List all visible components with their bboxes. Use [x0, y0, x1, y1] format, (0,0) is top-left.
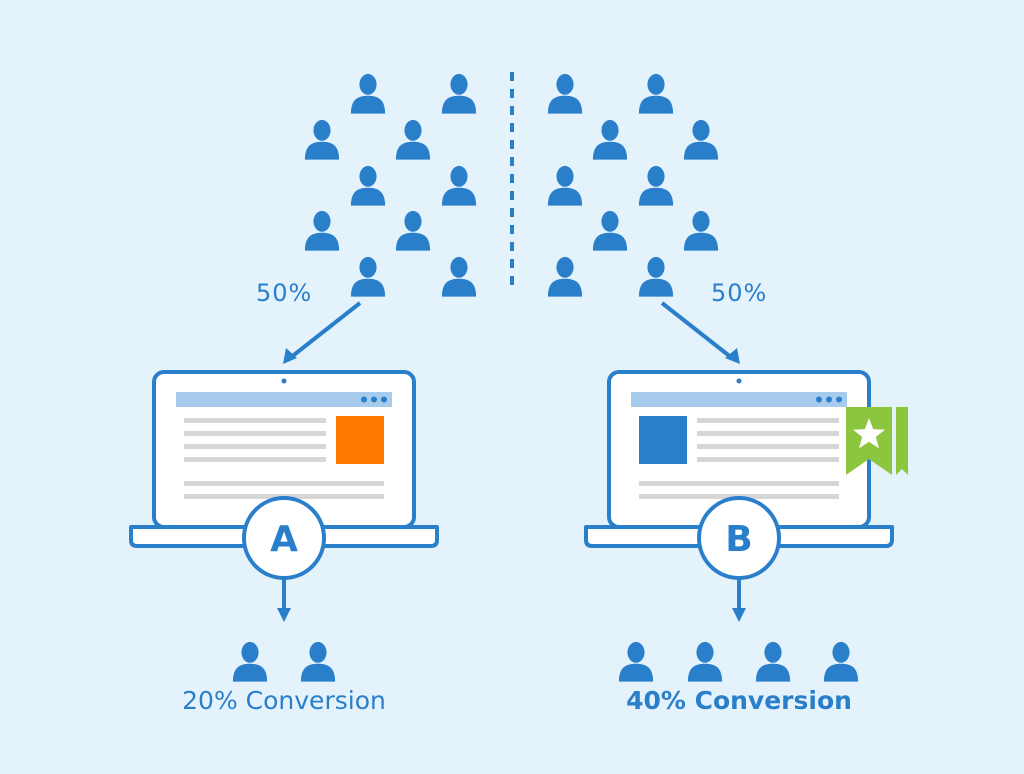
- person-icon: [304, 119, 340, 160]
- person-icon: [547, 256, 583, 297]
- crowd-left: [304, 73, 477, 297]
- variant-a-orange-block: [336, 416, 384, 464]
- person-icon: [300, 641, 336, 682]
- arrowhead-a-icon: [283, 348, 297, 364]
- arrow-to-variant-b: [660, 301, 734, 360]
- person-icon: [441, 73, 477, 114]
- person-icon: [350, 73, 386, 114]
- split-right-percent: 50%: [711, 279, 768, 307]
- person-icon: [618, 641, 654, 682]
- laptop-a: A: [129, 370, 439, 580]
- person-icon: [592, 119, 628, 160]
- person-icon: [683, 119, 719, 160]
- person-icon: [823, 641, 859, 682]
- person-icon: [638, 73, 674, 114]
- person-icon: [755, 641, 791, 682]
- person-icon: [395, 210, 431, 251]
- person-icon: [638, 256, 674, 297]
- arrowhead-down-b-icon: [732, 608, 746, 622]
- person-icon: [395, 119, 431, 160]
- arrowhead-down-a-icon: [277, 608, 291, 622]
- person-icon: [592, 210, 628, 251]
- person-icon: [638, 165, 674, 206]
- variant-a-letter: A: [270, 519, 298, 560]
- laptop-b: B: [584, 370, 894, 580]
- person-icon: [441, 165, 477, 206]
- variant-b-blue-block: [639, 416, 687, 464]
- person-icon: [350, 256, 386, 297]
- variant-b-letter: B: [725, 519, 752, 560]
- person-icon: [232, 641, 268, 682]
- arrowhead-b-icon: [725, 348, 740, 364]
- variant-a-conversion: 20% Conversion: [182, 686, 386, 715]
- converted-users-b: [618, 641, 859, 682]
- person-icon: [304, 210, 340, 251]
- person-icon: [350, 165, 386, 206]
- split-left-percent: 50%: [256, 279, 313, 307]
- crowd-right: [547, 73, 719, 297]
- person-icon: [687, 641, 723, 682]
- person-icon: [683, 210, 719, 251]
- person-icon: [547, 73, 583, 114]
- arrow-to-variant-a: [288, 301, 362, 360]
- converted-users-a: [232, 641, 336, 682]
- ribbon-star-icon: [846, 407, 908, 475]
- person-icon: [547, 165, 583, 206]
- person-icon: [441, 256, 477, 297]
- variant-b-conversion: 40% Conversion: [626, 686, 852, 715]
